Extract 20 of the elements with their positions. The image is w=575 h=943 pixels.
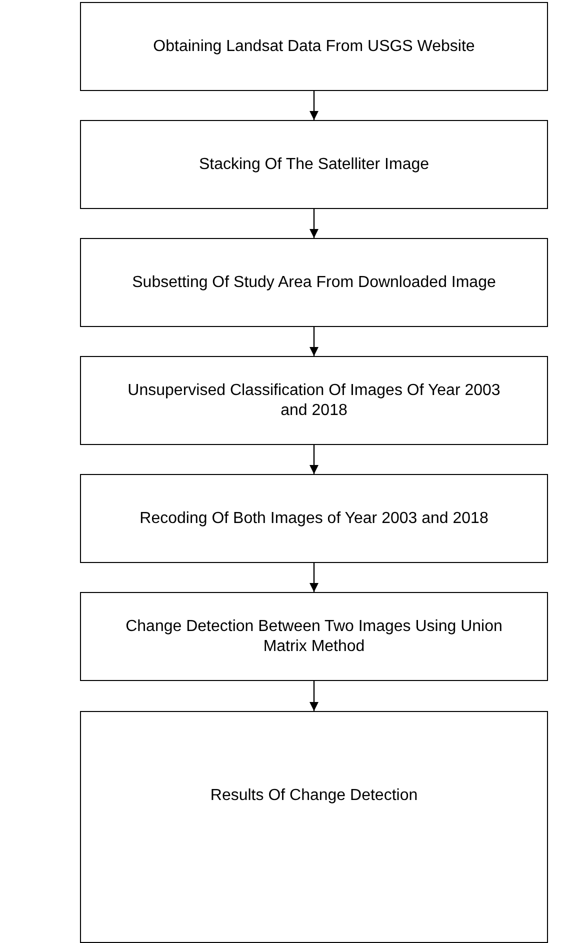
- box-label: Unsupervised Classification Of Images Of Year 2003 and 2018: [126, 380, 502, 420]
- arrow: [310, 209, 318, 238]
- arrow: [310, 327, 318, 356]
- box-label: Obtaining Landsat Data From USGS Website: [153, 36, 475, 56]
- box-label: Stacking Of The Satelliter Image: [198, 154, 430, 174]
- process-box: [80, 711, 548, 943]
- process-box: [80, 120, 548, 209]
- box-label: Change Detection Between Two Images Using Union Matrix Method: [124, 616, 504, 656]
- process-box: [80, 238, 548, 327]
- box-label: Results Of Change Detection: [210, 786, 418, 806]
- process-box: [80, 2, 548, 91]
- arrow: [310, 445, 318, 474]
- arrow: [310, 91, 318, 120]
- process-box: [80, 592, 548, 681]
- arrow: [310, 563, 318, 592]
- process-box: [80, 356, 548, 445]
- box-label: Subsetting Of Study Area From Downloaded Image: [132, 272, 496, 292]
- box-label: Recoding Of Both Images of Year 2003 and 2018: [140, 508, 488, 528]
- process-box: [80, 474, 548, 563]
- arrow: [310, 681, 318, 711]
